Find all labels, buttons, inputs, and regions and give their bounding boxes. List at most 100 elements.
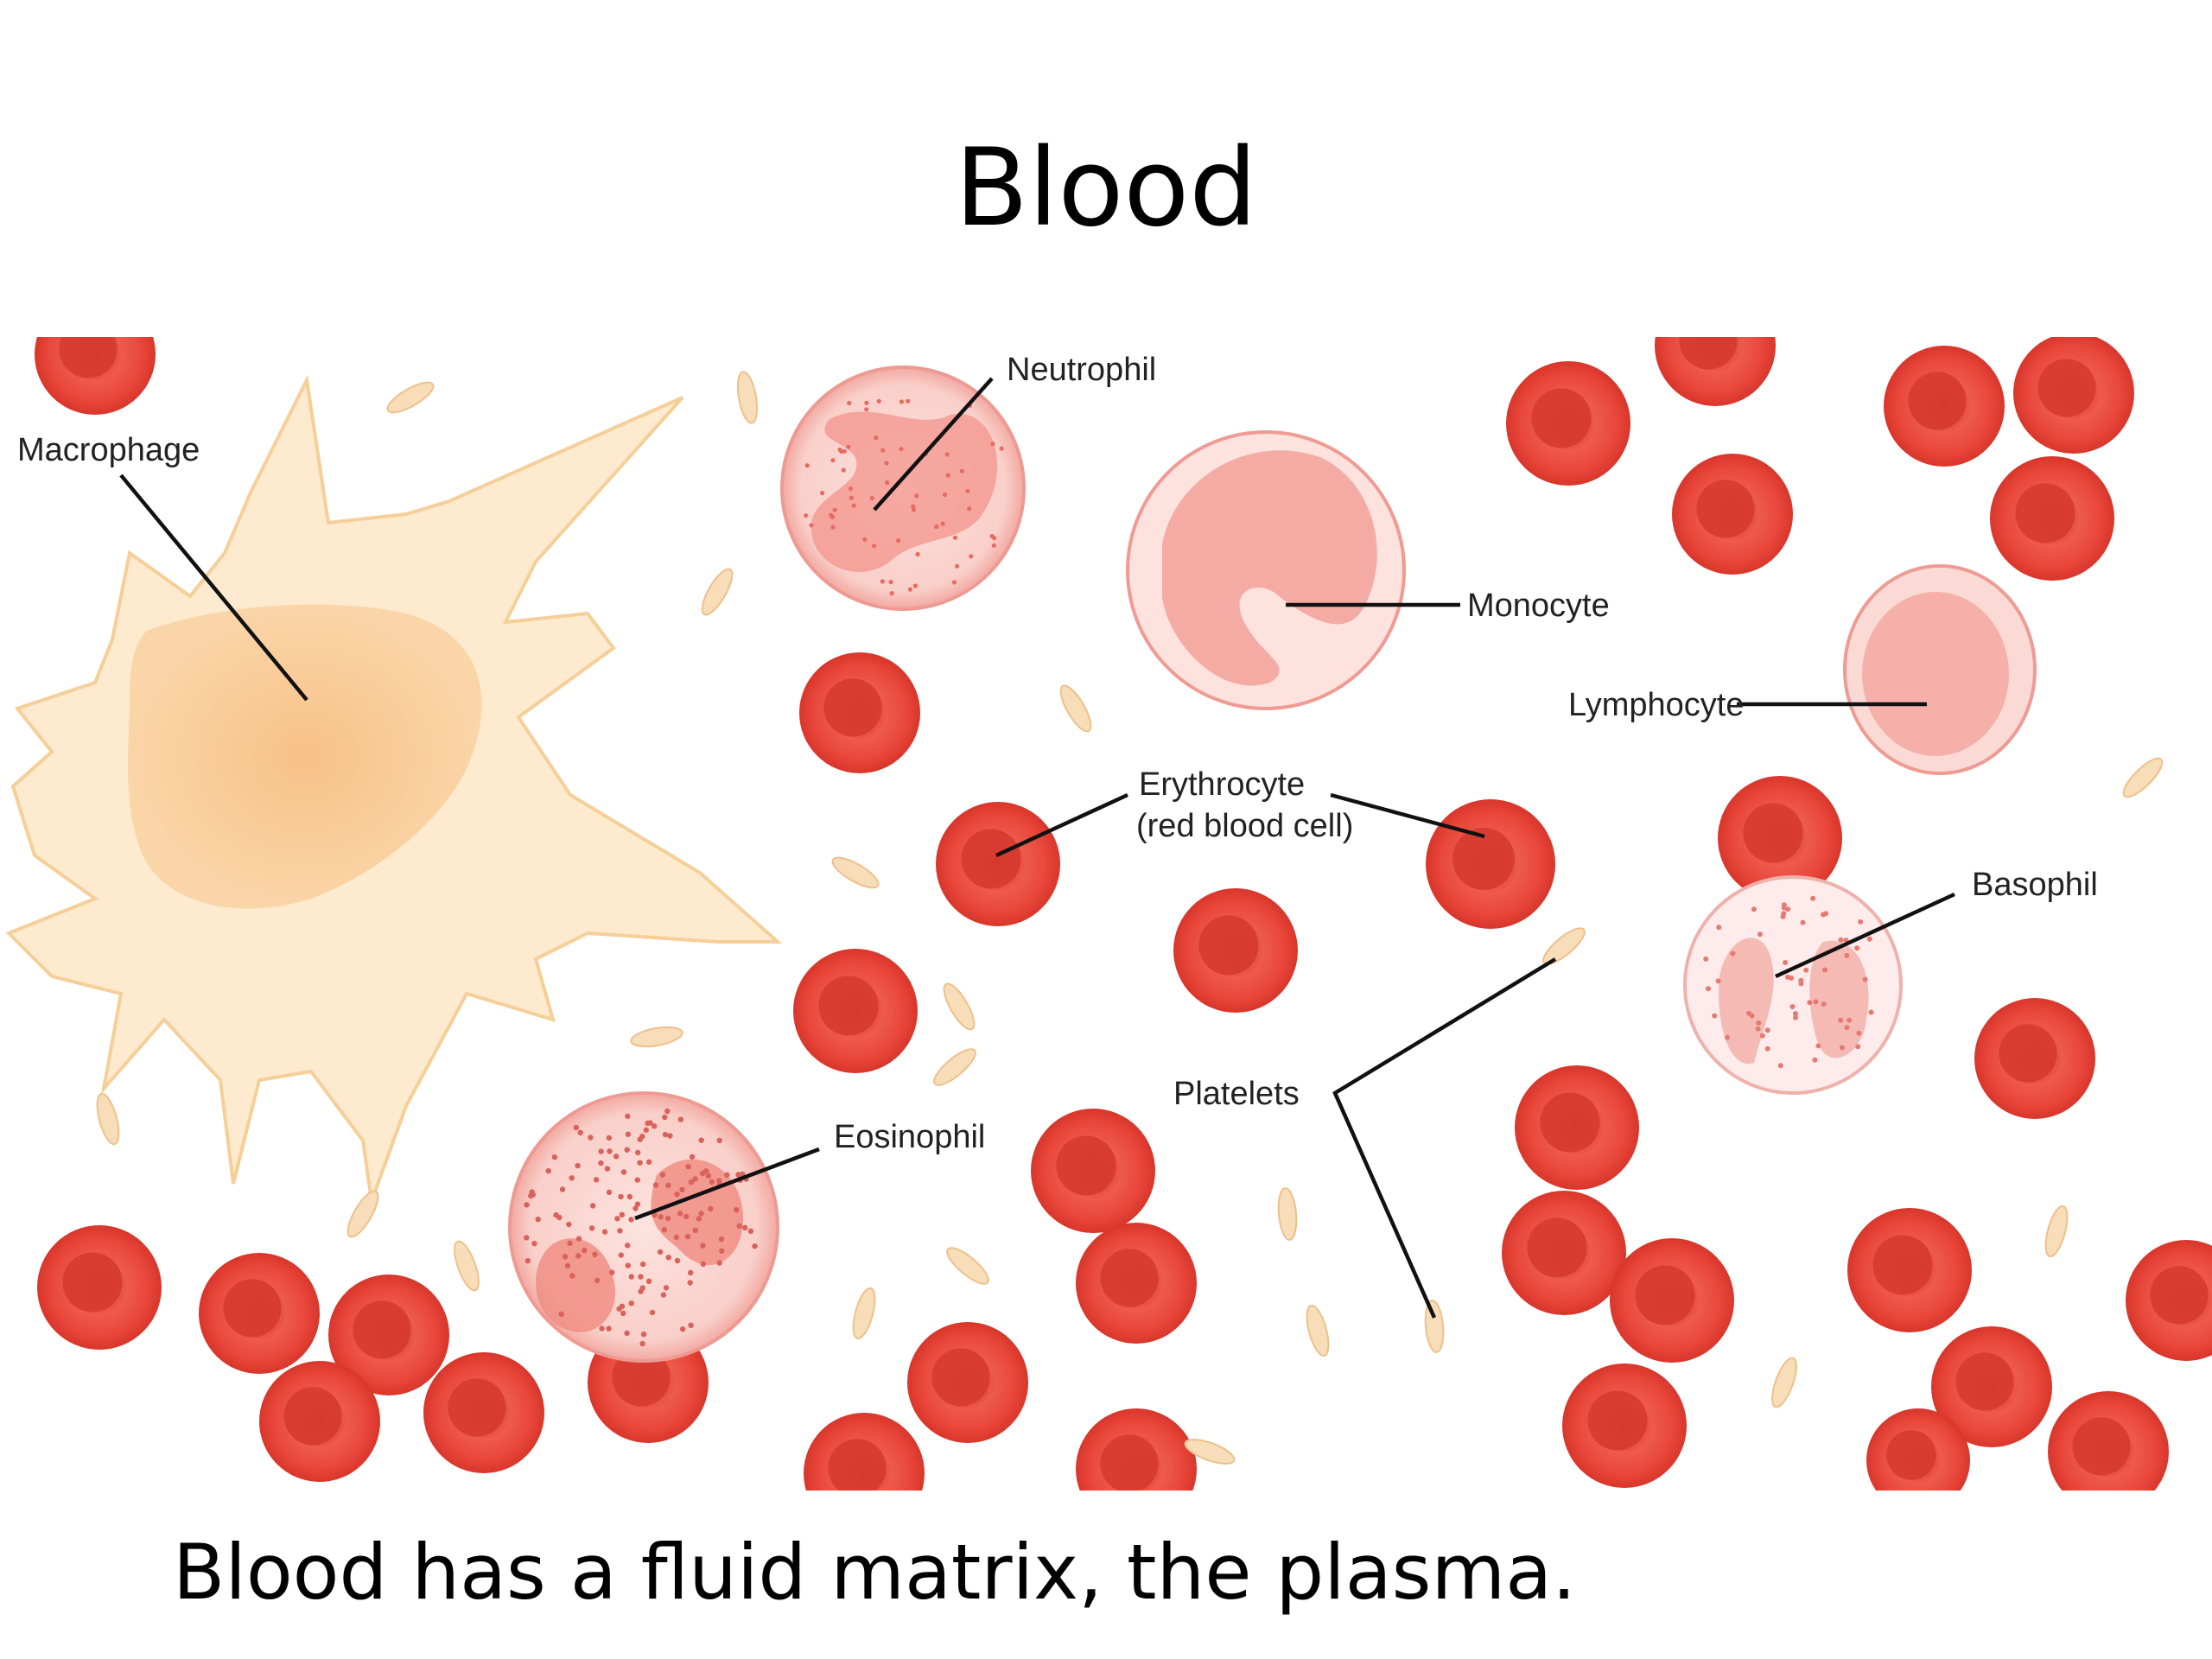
granule <box>588 1225 595 1231</box>
granule <box>696 1216 702 1222</box>
granule <box>685 1164 691 1170</box>
granule <box>1789 975 1795 981</box>
granule <box>915 551 920 557</box>
erythrocyte-center <box>59 337 118 378</box>
granule <box>665 1255 671 1261</box>
granule <box>677 1211 683 1217</box>
granule <box>598 1160 604 1166</box>
granule <box>628 1300 634 1306</box>
granule <box>846 444 851 449</box>
granule <box>566 1221 572 1228</box>
granule <box>880 579 885 584</box>
label-macrophage: Macrophage <box>17 432 200 468</box>
granule <box>1866 936 1872 942</box>
granule <box>992 536 997 541</box>
granule <box>698 1211 704 1217</box>
granule <box>634 1201 641 1207</box>
granule <box>747 1228 754 1235</box>
granule <box>1712 1013 1718 1019</box>
granule <box>1730 950 1736 957</box>
granule <box>640 1261 646 1268</box>
granule <box>884 461 889 466</box>
label-basophil: Basophil <box>1972 867 2098 903</box>
granule <box>832 507 837 512</box>
granule <box>652 1123 658 1129</box>
erythrocyte-center <box>823 678 882 737</box>
granule <box>848 486 854 492</box>
erythrocyte-center <box>1452 828 1515 890</box>
platelet <box>630 1026 683 1048</box>
granule <box>598 1148 604 1154</box>
erythrocyte-center <box>1587 1390 1648 1451</box>
granule <box>599 1325 605 1332</box>
granule <box>665 1182 671 1189</box>
platelet <box>946 1247 989 1285</box>
erythrocyte-center <box>818 976 879 1036</box>
granule <box>959 468 964 474</box>
granule <box>614 1216 620 1222</box>
label-neutrophil: Neutrophil <box>1007 352 1156 388</box>
granule <box>687 1280 693 1286</box>
granule <box>1854 945 1860 951</box>
granule <box>1821 912 1826 918</box>
platelet <box>933 1048 976 1086</box>
granule <box>559 1186 566 1192</box>
granule <box>535 1217 541 1223</box>
granule <box>562 1254 569 1260</box>
erythrocyte-center <box>1100 1434 1159 1491</box>
granule <box>564 1262 571 1269</box>
granule <box>607 1148 613 1154</box>
granule <box>1844 952 1850 958</box>
granule <box>899 399 904 404</box>
granule <box>951 580 957 585</box>
granule <box>647 1120 653 1126</box>
erythrocyte-center <box>1886 1430 1936 1480</box>
granule <box>618 1252 624 1258</box>
platelet <box>96 1092 120 1146</box>
granule <box>1839 1045 1845 1051</box>
granule <box>1856 1030 1862 1036</box>
granule <box>575 1236 582 1242</box>
granule <box>620 1169 627 1175</box>
granule <box>640 1332 647 1338</box>
granule <box>632 1205 639 1211</box>
granule <box>804 513 809 518</box>
label-erythrocyte-sub: (red blood cell) <box>1136 808 1353 844</box>
leader-lines <box>119 377 1955 1319</box>
platelet <box>852 1287 876 1340</box>
granule <box>626 1193 633 1200</box>
label-platelets: Platelets <box>1173 1076 1300 1112</box>
granule <box>601 1229 608 1235</box>
basophil-cell <box>1683 875 1903 1095</box>
granule <box>593 1177 600 1183</box>
granule <box>724 1172 730 1178</box>
granule <box>906 398 911 404</box>
granule <box>638 1288 644 1294</box>
granule <box>874 435 879 441</box>
granule <box>1749 1013 1755 1019</box>
label-erythrocyte: Erythrocyte <box>1139 766 1305 803</box>
granule <box>639 1340 645 1347</box>
granule <box>991 543 996 548</box>
granule <box>999 446 1004 451</box>
erythrocyte-center <box>2150 1266 2209 1325</box>
granule <box>617 1228 623 1234</box>
platelet <box>1424 1300 1445 1353</box>
eosinophil-cell <box>508 1091 779 1363</box>
granule <box>624 1330 630 1337</box>
platelet <box>831 856 880 889</box>
granule <box>620 1310 626 1317</box>
granule <box>625 1131 632 1137</box>
granule <box>864 400 869 405</box>
granule <box>1862 976 1868 982</box>
granule <box>619 1303 626 1310</box>
granule <box>990 442 995 447</box>
granule <box>604 1166 611 1172</box>
granule <box>888 580 893 585</box>
granule <box>1847 1017 1853 1023</box>
erythrocyte-center <box>828 1439 887 1491</box>
granule <box>862 537 868 542</box>
granule <box>625 1262 631 1268</box>
granule <box>679 1186 685 1192</box>
granule <box>569 1175 575 1181</box>
